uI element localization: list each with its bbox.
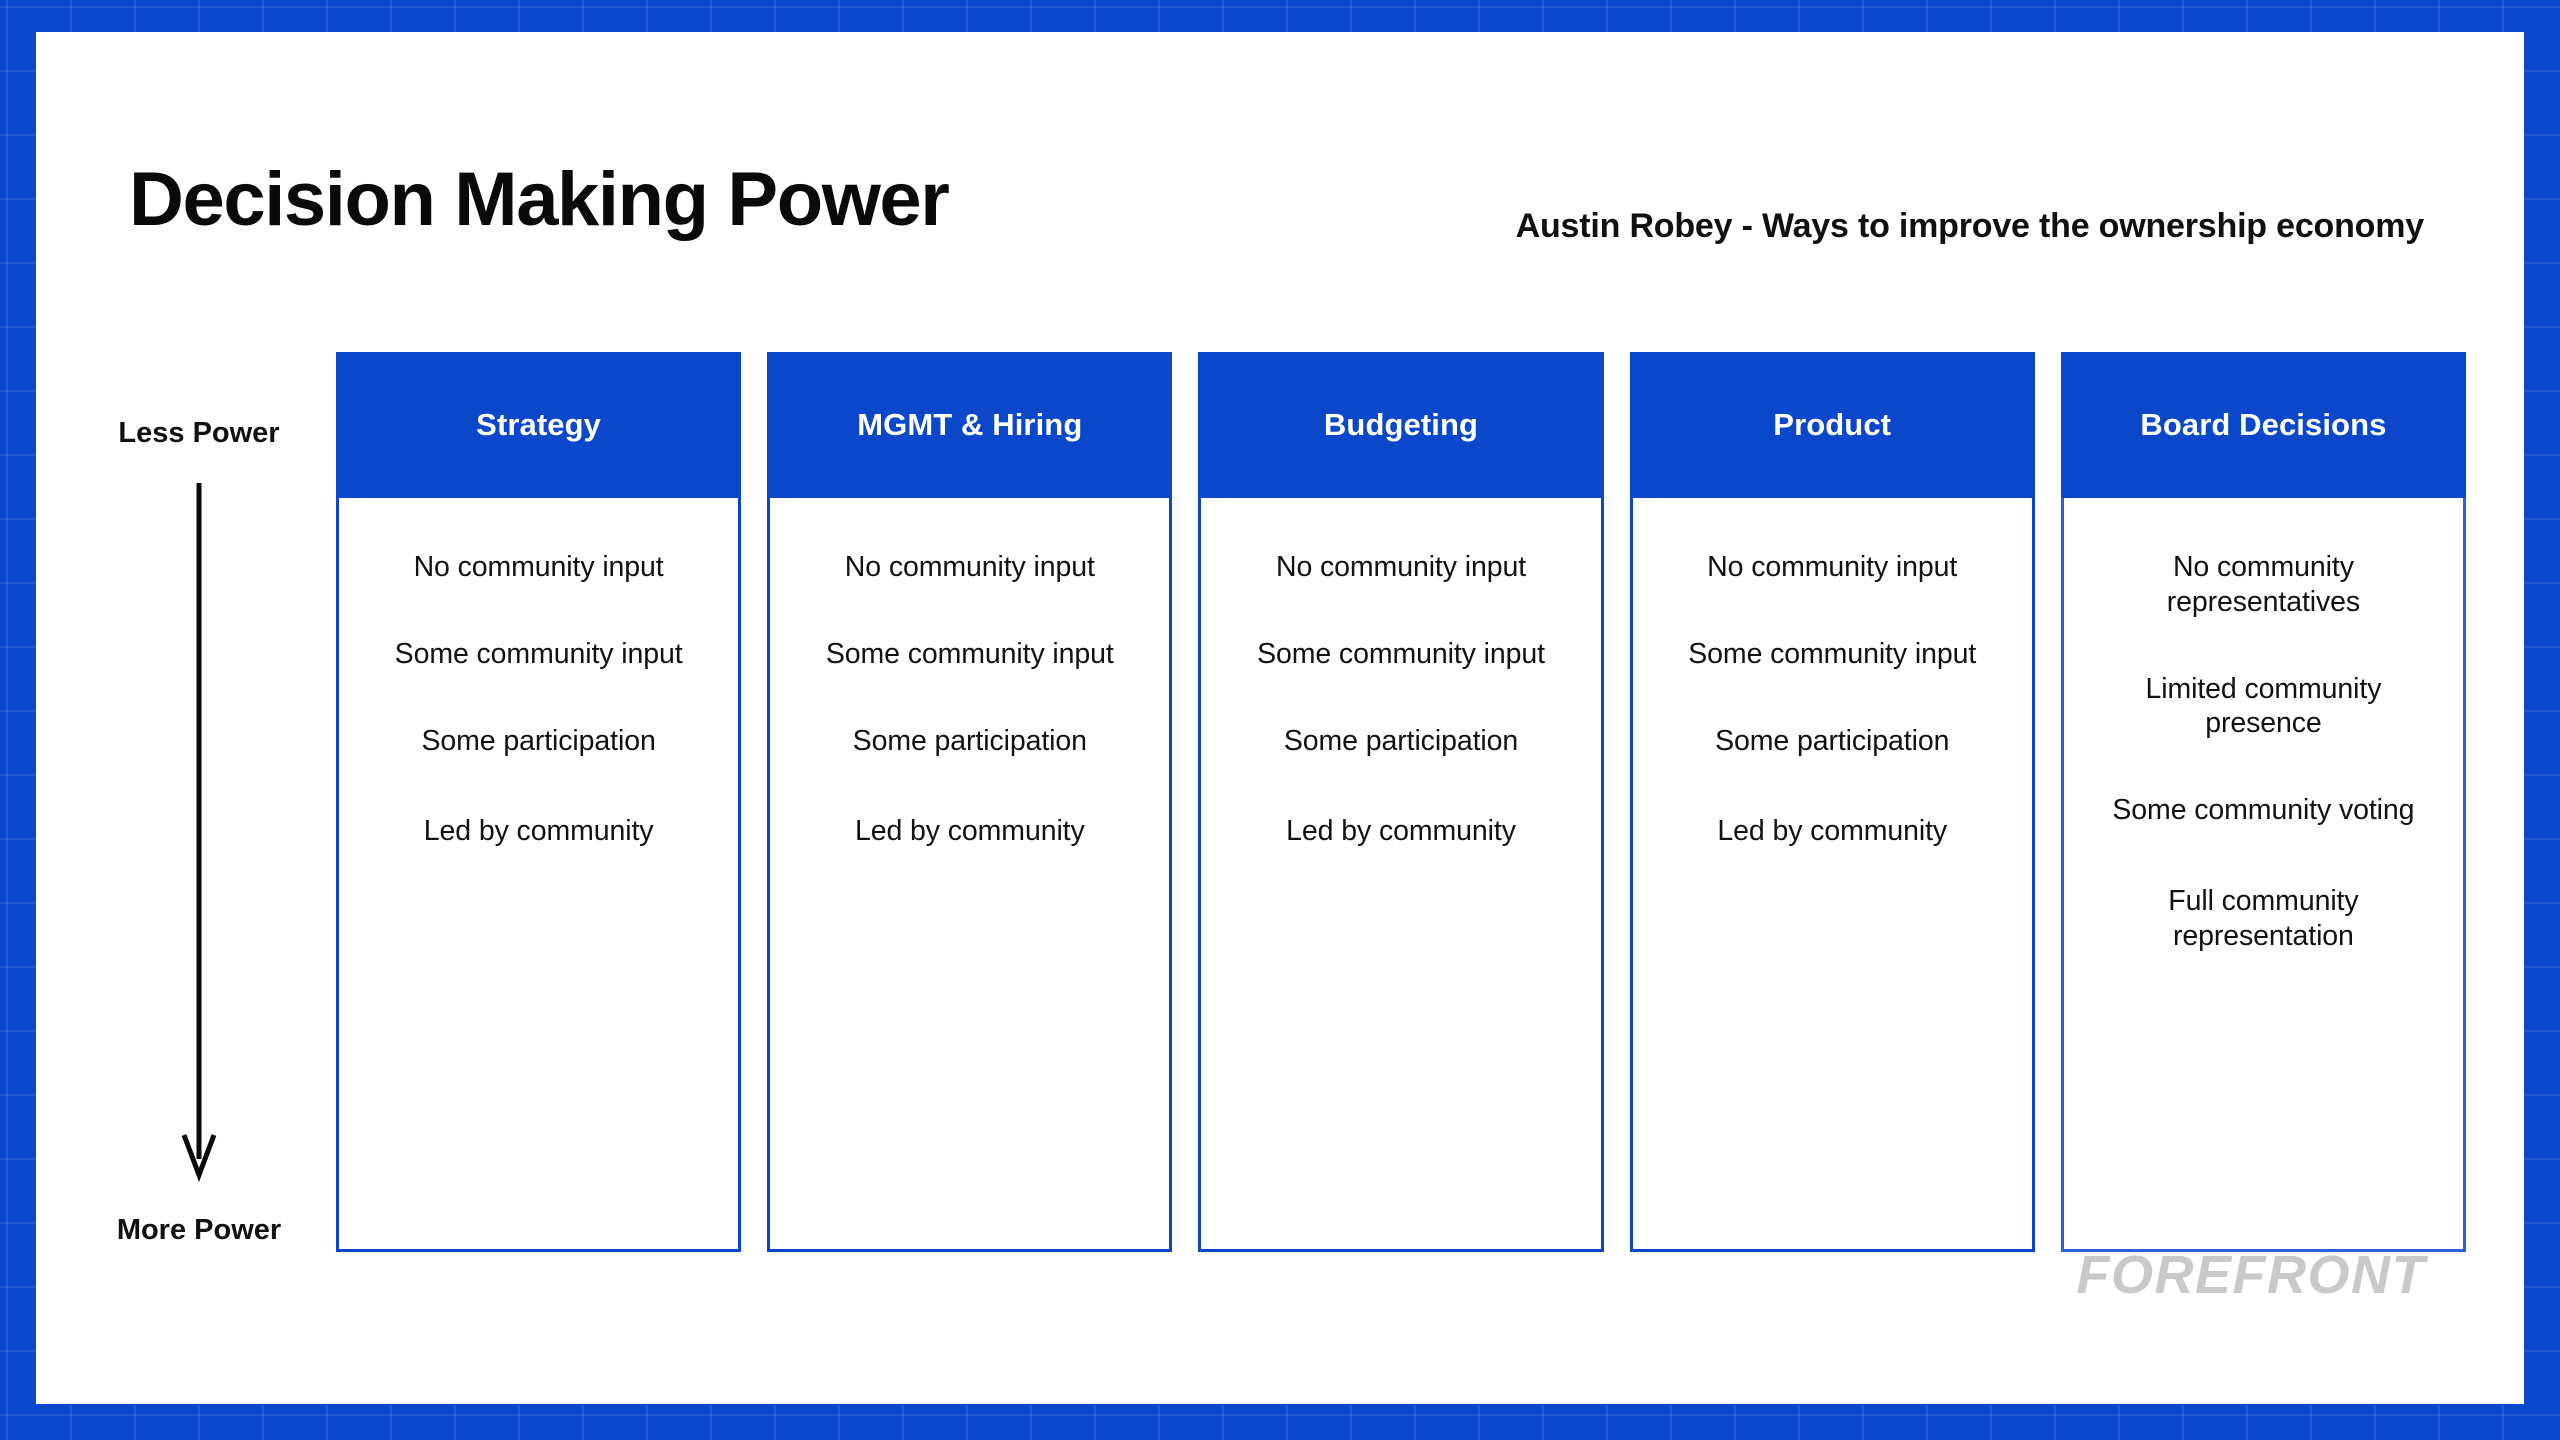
level-item: Some participation — [852, 724, 1087, 757]
level-item: Led by community — [1717, 815, 1948, 848]
axis-label-more-power: More Power — [116, 1214, 282, 1246]
column-body-strategy: No community input Some community input … — [336, 498, 742, 1252]
level-item: Some community input — [394, 637, 683, 670]
level-item: Led by community — [1286, 815, 1516, 848]
matrix-column-board-decisions: Board Decisions No community representat… — [2060, 352, 2467, 1252]
column-header-board-decisions[interactable]: Board Decisions — [2060, 352, 2467, 498]
column-body-mgmt-hiring: No community input Some community input … — [767, 498, 1173, 1252]
column-body-budgeting: No community input Some community input … — [1198, 498, 1604, 1252]
level-item: Some community voting — [2112, 794, 2415, 827]
forefront-logo: FOREFRONT — [2076, 1245, 2426, 1305]
level-item: No community input — [844, 551, 1095, 583]
level-item: No community input — [1707, 551, 1958, 583]
level-item: Some community input — [1257, 637, 1545, 670]
level-item: Some participation — [421, 724, 656, 757]
level-item: No community input — [413, 551, 664, 583]
arrow-down-icon — [179, 483, 219, 1183]
slide-subtitle: Austin Robey - Ways to improve the owner… — [1515, 207, 2425, 245]
level-item: Some community input — [825, 637, 1114, 670]
column-header-strategy[interactable]: Strategy — [336, 352, 742, 498]
level-item: Limited community presence — [2145, 672, 2382, 740]
matrix-column-mgmt-hiring: MGMT & Hiring No community input Some co… — [767, 352, 1173, 1252]
level-item: Some community input — [1688, 637, 1977, 670]
power-axis: Less Power More Power — [74, 417, 324, 1247]
axis-label-less-power: Less Power — [118, 417, 280, 449]
level-item: No community representatives — [2166, 551, 2361, 618]
column-header-budgeting[interactable]: Budgeting — [1198, 352, 1604, 498]
matrix-column-strategy: Strategy No community input Some communi… — [336, 352, 742, 1252]
slide-canvas: Decision Making Power Austin Robey - Way… — [36, 32, 2524, 1404]
column-body-board-decisions: No community representatives Limited com… — [2060, 498, 2467, 1252]
level-item: Led by community — [854, 815, 1085, 848]
column-body-product: No community input Some community input … — [1629, 498, 2035, 1252]
column-header-mgmt-hiring[interactable]: MGMT & Hiring — [767, 352, 1173, 498]
page-title: Decision Making Power — [129, 157, 950, 242]
level-item: Led by community — [423, 815, 654, 848]
level-item: No community input — [1275, 551, 1527, 583]
decision-matrix: Strategy No community input Some communi… — [336, 352, 2467, 1252]
matrix-column-product: Product No community input Some communit… — [1629, 352, 2035, 1252]
level-item: Some participation — [1283, 724, 1519, 757]
level-item: Some participation — [1715, 724, 1950, 757]
matrix-column-budgeting: Budgeting No community input Some commun… — [1198, 352, 1604, 1252]
column-header-product[interactable]: Product — [1629, 352, 2035, 498]
level-item: Full community representation — [2168, 884, 2359, 952]
